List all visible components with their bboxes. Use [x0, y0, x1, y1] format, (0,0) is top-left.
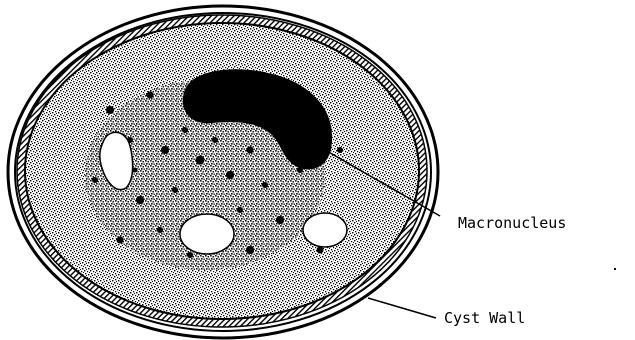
vacuole-bottom-center [180, 214, 234, 254]
leader-line-cyst-wall [368, 298, 436, 318]
vacuole-bottom-right [303, 213, 347, 247]
label-cyst-wall: Cyst Wall [444, 311, 525, 326]
stray-dot [614, 268, 616, 270]
label-macronucleus: Macronucleus [458, 216, 566, 231]
